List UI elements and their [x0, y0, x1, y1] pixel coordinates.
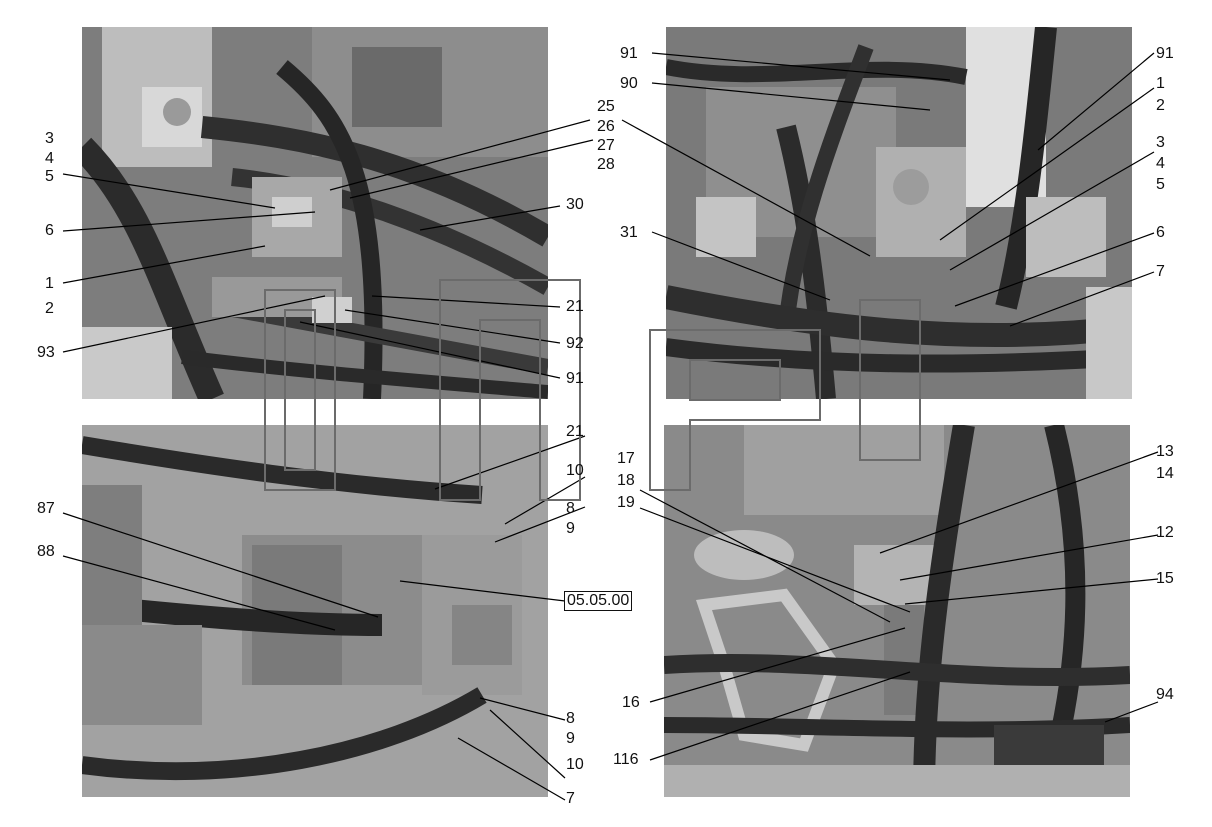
callout-92: 92: [566, 335, 584, 352]
callout-30: 30: [566, 196, 584, 213]
callout-3: 3: [1156, 134, 1165, 151]
callout-91: 91: [566, 370, 584, 387]
callout-19: 19: [617, 494, 635, 511]
callout-1: 1: [45, 275, 54, 292]
callout-16: 16: [622, 694, 640, 711]
callout-12: 12: [1156, 524, 1174, 541]
callout-13: 13: [1156, 443, 1174, 460]
callout-8: 8: [566, 500, 575, 517]
callout-25: 25: [597, 98, 615, 115]
callout-4: 4: [45, 150, 54, 167]
callout-94: 94: [1156, 686, 1174, 703]
callout-21: 21: [566, 423, 584, 440]
callout-3: 3: [45, 130, 54, 147]
callout-7: 7: [566, 790, 575, 807]
callout-6: 6: [1156, 224, 1165, 241]
callout-93: 93: [37, 344, 55, 361]
photo-bottom-left: [82, 425, 548, 797]
callout-87: 87: [37, 500, 55, 517]
callout-9: 9: [566, 520, 575, 537]
callout-26: 26: [597, 118, 615, 135]
callout-14: 14: [1156, 465, 1174, 482]
callout-4: 4: [1156, 155, 1165, 172]
callout-2: 2: [45, 300, 54, 317]
callout-1: 1: [1156, 75, 1165, 92]
reference-box: 05.05.00: [564, 591, 633, 611]
callout-17: 17: [617, 450, 635, 467]
callout-18: 18: [617, 472, 635, 489]
callout-5: 5: [1156, 176, 1165, 193]
callout-21: 21: [566, 298, 584, 315]
photo-top-left: [82, 27, 548, 399]
callout-6: 6: [45, 222, 54, 239]
callout-91: 91: [620, 45, 638, 62]
callout-5: 5: [45, 168, 54, 185]
callout-90: 90: [620, 75, 638, 92]
callout-2: 2: [1156, 97, 1165, 114]
callout-116: 116: [613, 751, 639, 768]
callout-28: 28: [597, 156, 615, 173]
callout-9: 9: [566, 730, 575, 747]
callout-10: 10: [566, 462, 584, 479]
callout-8: 8: [566, 710, 575, 727]
callout-27: 27: [597, 137, 615, 154]
callout-15: 15: [1156, 570, 1174, 587]
callout-88: 88: [37, 543, 55, 560]
callout-31: 31: [620, 224, 638, 241]
callout-7: 7: [1156, 263, 1165, 280]
callout-91: 91: [1156, 45, 1174, 62]
callout-10: 10: [566, 756, 584, 773]
